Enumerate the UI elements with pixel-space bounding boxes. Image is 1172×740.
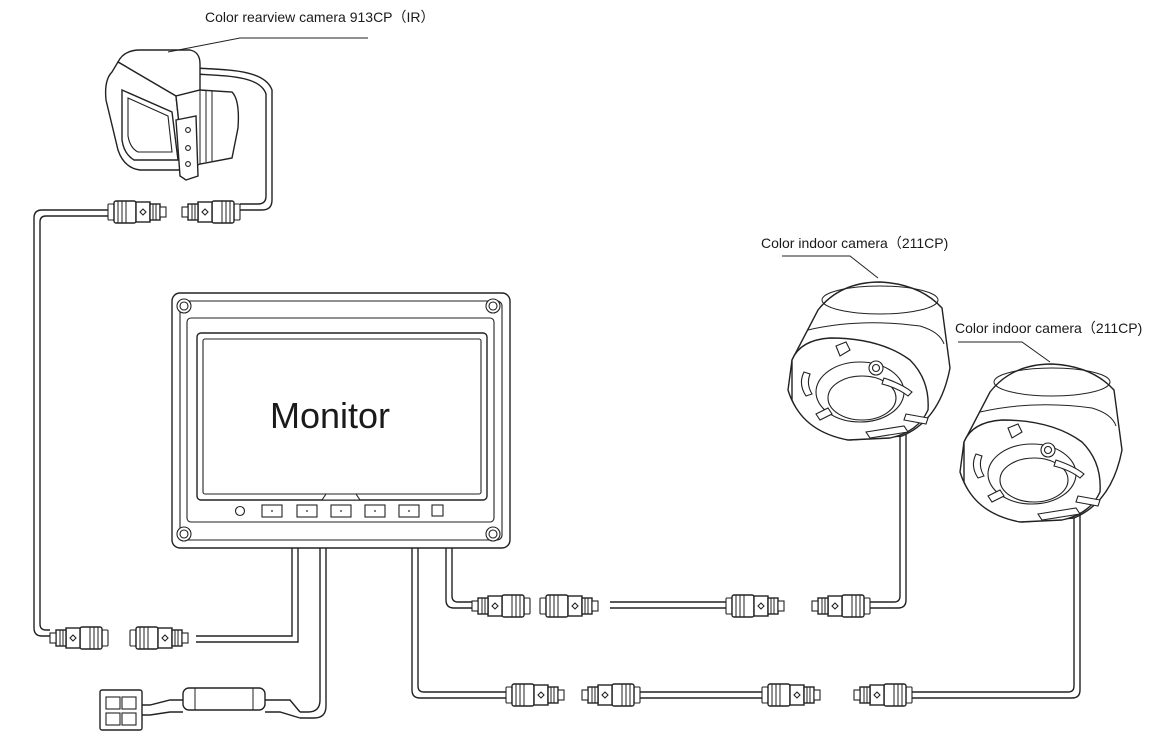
connector-rear-top-right — [181, 200, 241, 224]
connector-indoor2-b — [581, 683, 641, 707]
fuse-holder — [182, 687, 266, 711]
indoor-camera-2 — [958, 341, 1123, 523]
indoor-camera-1 — [782, 255, 951, 441]
cables — [33, 67, 1081, 719]
connector-indoor1-c — [725, 594, 785, 618]
rear-camera-label: Color rearview camera 913CP（IR） — [205, 9, 435, 25]
connector-indoor2-d — [853, 683, 913, 707]
monitor-buttons — [261, 504, 420, 518]
connector-indoor1-a — [471, 594, 531, 618]
power-plug — [99, 689, 143, 731]
indicator-light — [431, 504, 444, 517]
power-button-icon — [234, 505, 246, 517]
connector-rear-top-left — [107, 200, 167, 224]
screw-icon — [176, 298, 501, 542]
monitor — [171, 292, 511, 549]
monitor-label: Monitor — [270, 395, 390, 436]
connector-rear-bottom-left — [49, 626, 109, 650]
indoor-camera-1-label: Color indoor camera（211CP) — [761, 235, 948, 251]
connector-indoor2-a — [505, 683, 565, 707]
connector-indoor1-b — [539, 594, 599, 618]
connector-indoor1-d — [811, 594, 871, 618]
rear-camera — [104, 37, 368, 181]
indoor-camera-2-label: Color indoor camera（211CP) — [955, 320, 1142, 336]
connector-rear-bottom-right — [129, 626, 189, 650]
connector-indoor2-c — [761, 683, 821, 707]
